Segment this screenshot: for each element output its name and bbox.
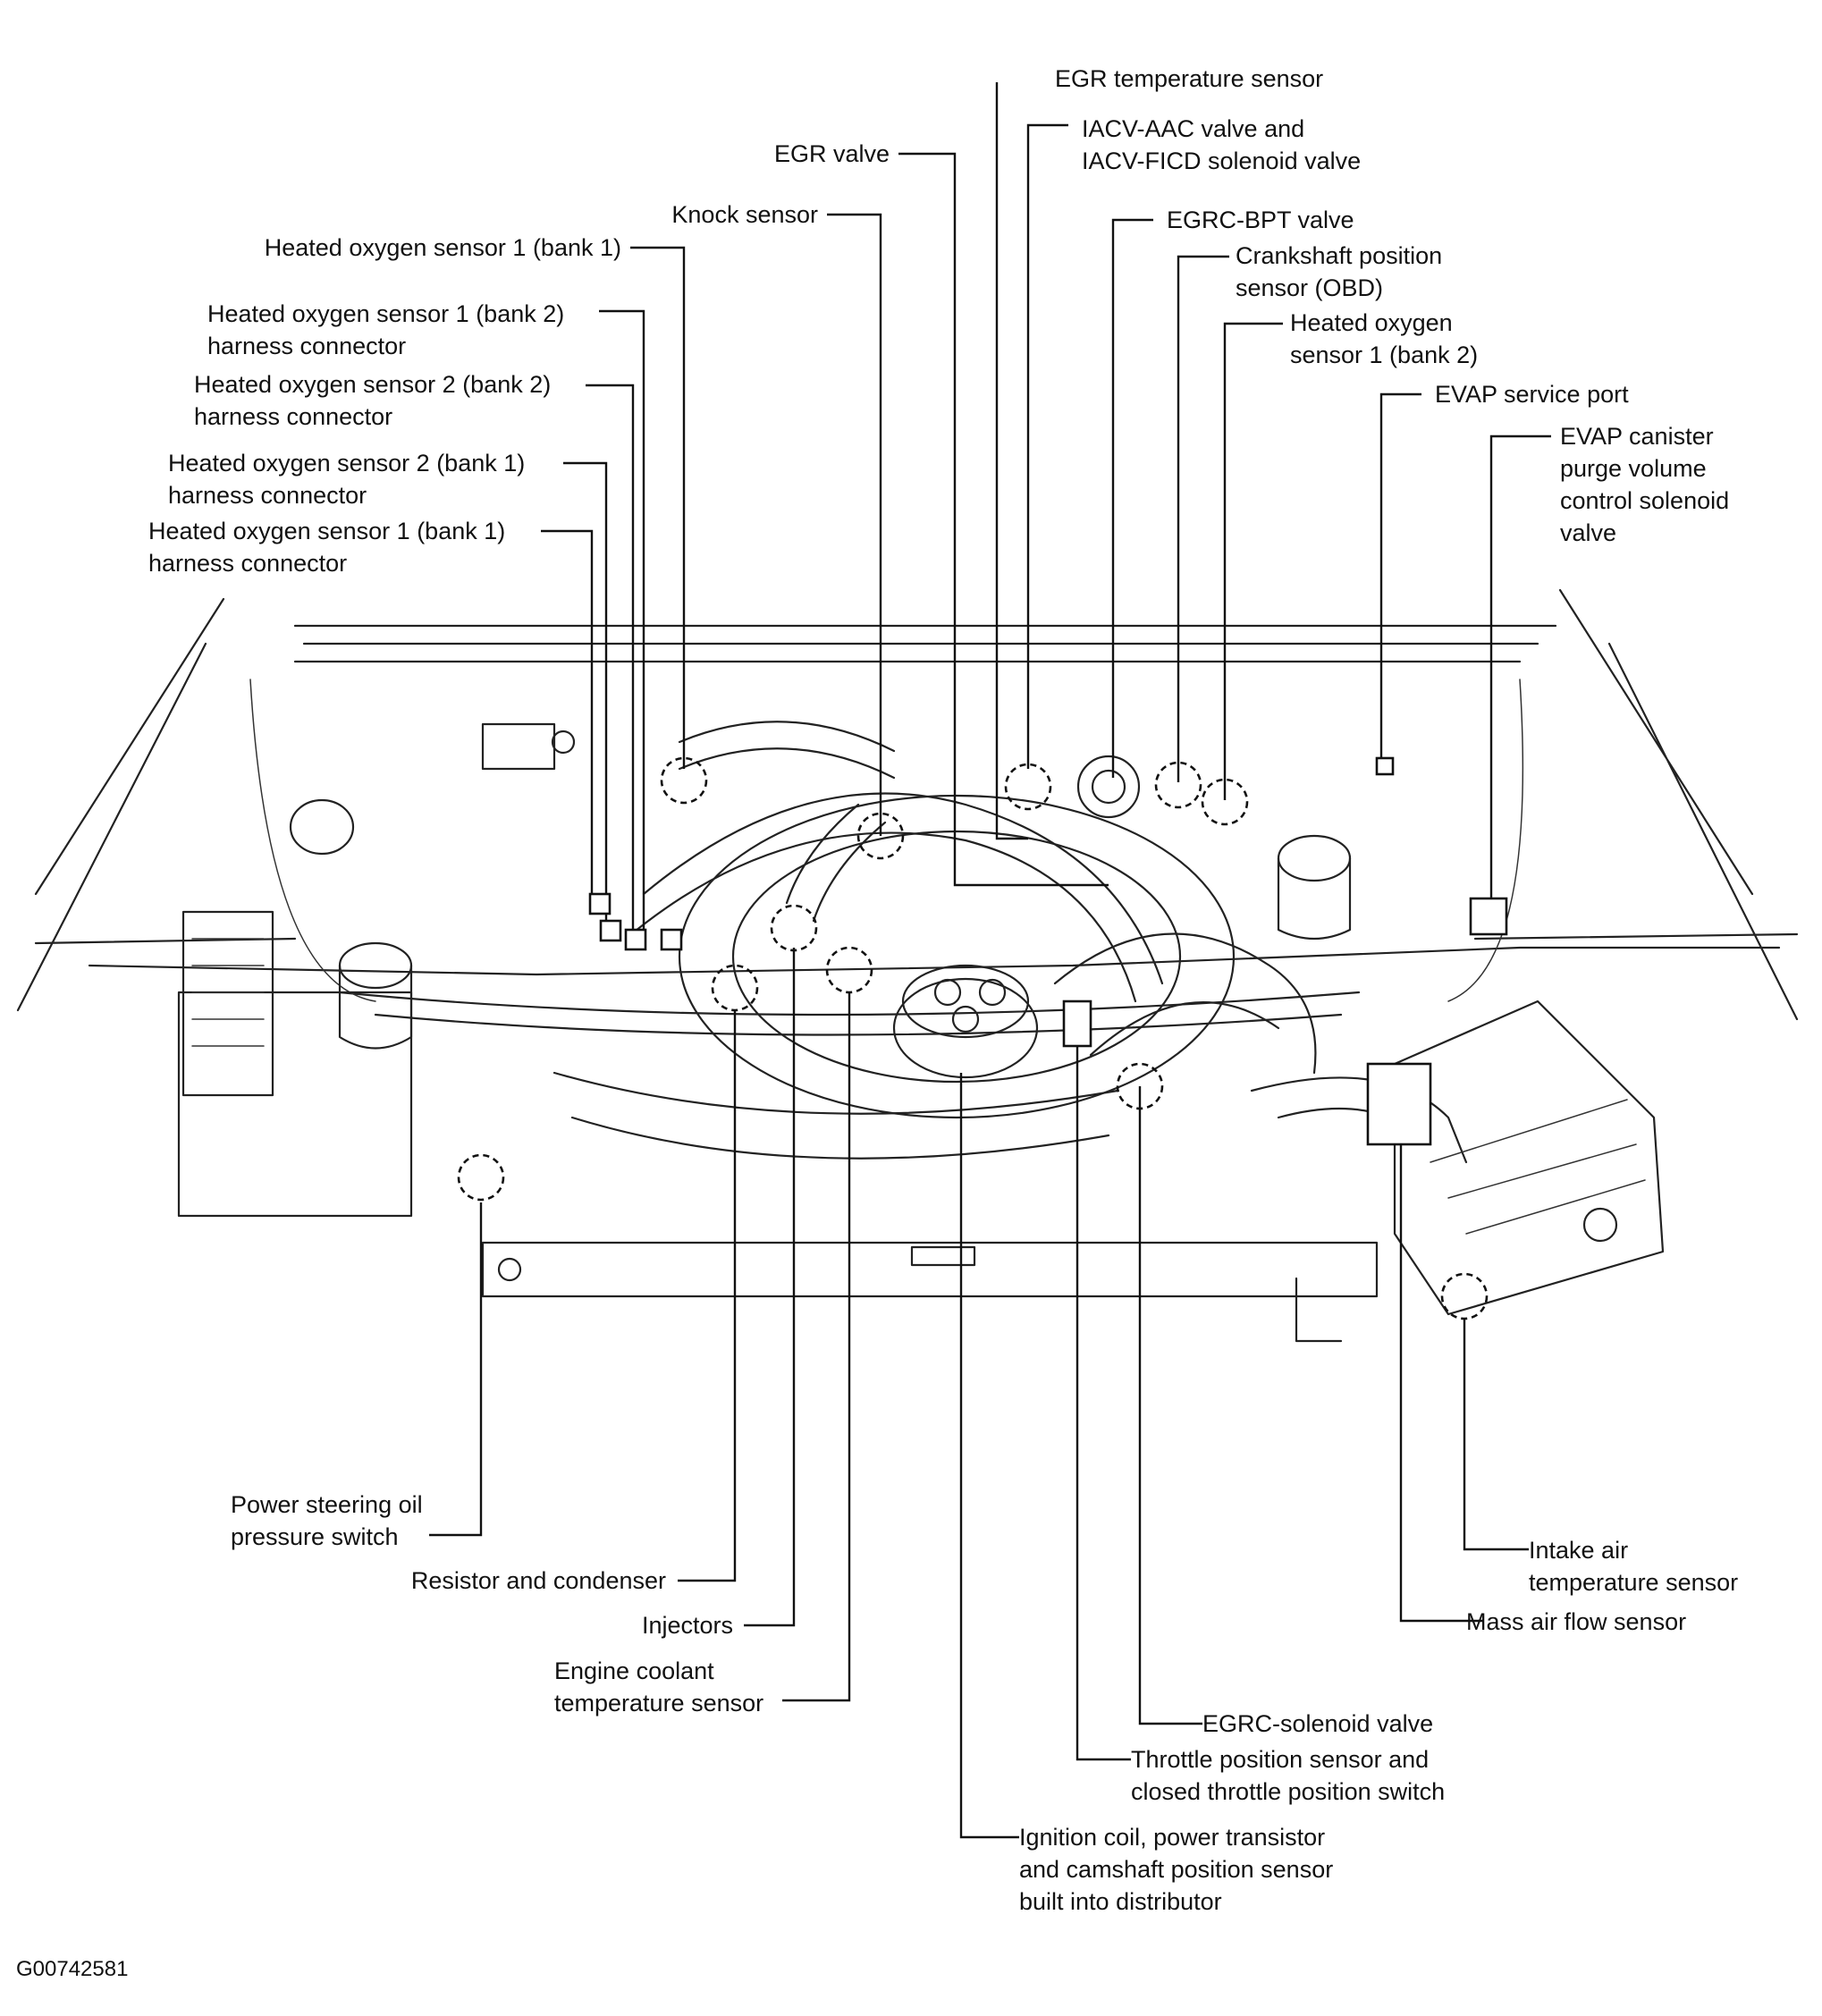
label-tps-line2: closed throttle position switch	[1131, 1778, 1446, 1805]
label-crankshaft-line2: sensor (OBD)	[1236, 274, 1384, 301]
label-ho2s2-b2-conn-line2: harness connector	[194, 403, 393, 430]
evap-port-marker	[1375, 756, 1395, 776]
body-outline	[16, 588, 1799, 1036]
label-ho2s2-b2-conn: Heated oxygen sensor 2 (bank 2) harness …	[194, 368, 551, 433]
label-ignition: Ignition coil, power transistor and cams…	[1019, 1821, 1333, 1918]
figure-code: G00742581	[16, 1957, 129, 1981]
engine-core	[553, 721, 1468, 1164]
label-ect-line1: Engine coolant	[554, 1658, 714, 1684]
label-crankshaft-line1: Crankshaft position	[1236, 242, 1443, 269]
evap-canister-marker	[1469, 897, 1508, 936]
ho2s1-b1-connector	[588, 892, 612, 915]
label-ho2s1-b2: Heated oxygen sensor 1 (bank 2)	[1290, 307, 1478, 371]
radiator	[481, 1241, 1379, 1343]
label-intake-air-temp: Intake air temperature sensor	[1529, 1534, 1738, 1598]
label-ect-line2: temperature sensor	[554, 1690, 764, 1717]
label-tps: Throttle position sensor and closed thro…	[1131, 1743, 1445, 1808]
label-evap-canister-line3: control solenoid	[1560, 487, 1730, 514]
label-knock-sensor: Knock sensor	[671, 201, 818, 228]
label-iacv-aac-line1: IACV-AAC valve and	[1082, 115, 1305, 142]
crankshaft-marker	[1154, 761, 1202, 809]
label-ho2s1-b1-conn-line2: harness connector	[148, 550, 348, 577]
label-ho2s1-b2-conn-line1: Heated oxygen sensor 1 (bank 2)	[207, 300, 565, 327]
iacv-marker	[1004, 763, 1052, 811]
label-ps-switch: Power steering oil pressure switch	[231, 1489, 423, 1553]
label-tps-line1: Throttle position sensor and	[1131, 1746, 1430, 1773]
iat-marker	[1440, 1272, 1489, 1320]
ps-switch-marker	[457, 1153, 505, 1202]
label-iacv-aac: IACV-AAC valve and IACV-FICD solenoid va…	[1082, 113, 1361, 177]
label-ho2s1-b2-line2: sensor 1 (bank 2)	[1290, 342, 1479, 368]
label-iat-line1: Intake air	[1529, 1537, 1629, 1564]
label-iacv-aac-line2: IACV-FICD solenoid valve	[1082, 148, 1362, 174]
knock-sensor-marker	[660, 756, 708, 805]
label-resistor: Resistor and condenser	[410, 1567, 666, 1594]
label-ps-switch-line2: pressure switch	[231, 1523, 399, 1550]
component-markers	[457, 756, 1508, 1320]
label-ho2s1-b2-line1: Heated oxygen	[1290, 309, 1453, 336]
label-ho2s2-b2-conn-line1: Heated oxygen sensor 2 (bank 2)	[194, 371, 552, 398]
label-egr-valve: EGR valve	[773, 140, 890, 167]
label-ho2s1-b2-conn-line2: harness connector	[207, 333, 407, 359]
label-maf-sensor: Mass air flow sensor	[1466, 1608, 1687, 1635]
leader-lines	[429, 82, 1551, 1839]
label-ho2s2-b1-conn-line2: harness connector	[168, 482, 367, 509]
label-egrc-bpt: EGRC-BPT valve	[1167, 207, 1354, 233]
air-cleaner	[1393, 1000, 1665, 1316]
egrc-solenoid-marker	[1116, 1062, 1164, 1110]
label-iat-line2: temperature sensor	[1529, 1569, 1739, 1596]
label-injectors: Injectors	[641, 1612, 733, 1639]
label-evap-canister-line4: valve	[1560, 519, 1617, 546]
label-ignition-line1: Ignition coil, power transistor	[1019, 1824, 1326, 1851]
injectors-marker	[770, 904, 818, 952]
label-evap-port: EVAP service port	[1435, 381, 1629, 408]
battery	[177, 910, 413, 1218]
ho2s1-b2-connector	[660, 928, 683, 951]
label-ho2s2-b1-conn: Heated oxygen sensor 2 (bank 1) harness …	[168, 447, 525, 511]
label-ho2s1-b1-conn-line1: Heated oxygen sensor 1 (bank 1)	[148, 518, 506, 544]
label-ignition-line3: built into distributor	[1019, 1888, 1222, 1915]
label-evap-canister: EVAP canister purge volume control solen…	[1560, 420, 1729, 549]
egr-valve-marker	[856, 812, 905, 860]
label-ho2s1-b1-conn: Heated oxygen sensor 1 (bank 1) harness …	[148, 515, 505, 579]
ho2s1-bank2-marker	[1201, 778, 1249, 826]
maf-marker	[1366, 1062, 1432, 1146]
label-ho2s2-b1-conn-line1: Heated oxygen sensor 2 (bank 1)	[168, 450, 526, 477]
label-egrc-solenoid: EGRC-solenoid valve	[1202, 1710, 1434, 1737]
label-ect-sensor: Engine coolant temperature sensor	[554, 1655, 763, 1719]
label-evap-canister-line2: purge volume	[1560, 455, 1707, 482]
ect-marker	[825, 946, 873, 994]
label-ho2s1-b2-conn: Heated oxygen sensor 1 (bank 2) harness …	[207, 298, 564, 362]
label-egr-temp-sensor: EGR temperature sensor	[1055, 65, 1324, 92]
ho2s2-b1-connector	[599, 919, 622, 942]
reservoir	[289, 722, 576, 1050]
label-ps-switch-line1: Power steering oil	[231, 1491, 423, 1518]
label-ho2s1-b1: Heated oxygen sensor 1 (bank 1)	[264, 234, 621, 261]
ho2s2-b2-connector	[624, 928, 647, 951]
label-ignition-line2: and camshaft position sensor	[1019, 1856, 1334, 1883]
label-evap-canister-line1: EVAP canister	[1560, 423, 1714, 450]
tps-marker	[1062, 1000, 1092, 1048]
resistor-marker	[711, 964, 759, 1012]
label-crankshaft-sensor: Crankshaft position sensor (OBD)	[1236, 240, 1442, 304]
